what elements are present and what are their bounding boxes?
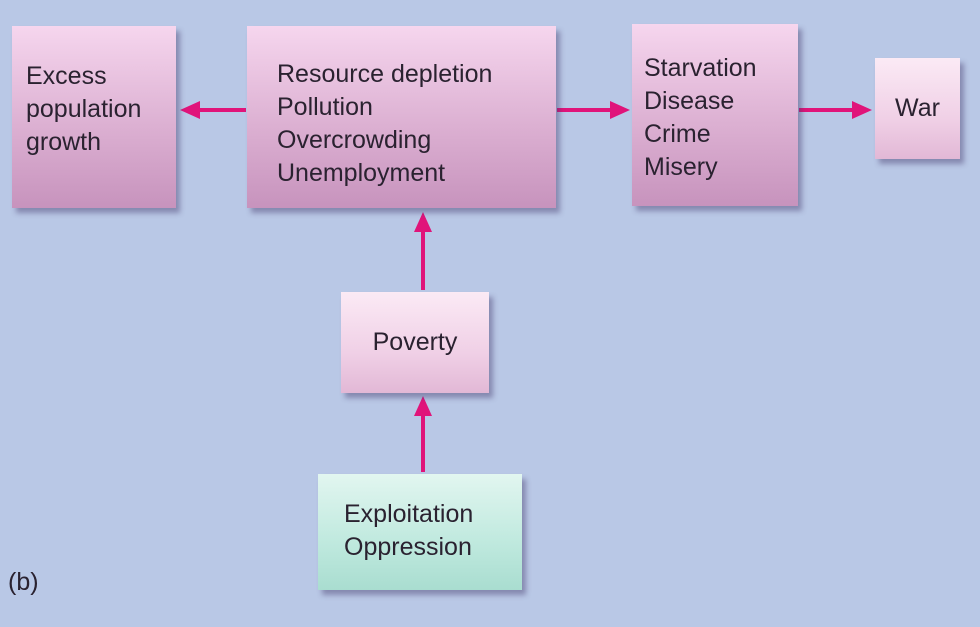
arrowhead-center-to-starvation [610, 101, 630, 119]
box-line: Pollution [277, 93, 373, 121]
poverty-label: Poverty [372, 328, 458, 356]
box-line: growth [26, 128, 102, 156]
box-line: Misery [644, 153, 718, 181]
exploitation-box: Exploitation Oppression [318, 474, 522, 590]
box-line: Overcrowding [277, 126, 432, 154]
panel-label: (b) [8, 568, 39, 596]
starvation-box: Starvation Disease Crime Misery [632, 24, 798, 206]
war-label: War [895, 94, 940, 122]
box-line: Disease [644, 87, 735, 115]
arrowhead-starvation-to-war [852, 101, 872, 119]
box-line: Starvation [644, 54, 757, 82]
arrowhead-center-to-excess [180, 101, 200, 119]
excess-population-box: Excess population growth [12, 26, 176, 208]
box-line: Excess [26, 62, 107, 90]
poverty-box: Poverty [341, 292, 489, 393]
box-line: Unemployment [277, 159, 446, 187]
box-line: Exploitation [344, 500, 474, 528]
war-box: War [875, 58, 960, 159]
box-line: Resource depletion [277, 60, 493, 88]
arrowhead-poverty-to-center [414, 212, 432, 232]
box-line: Oppression [344, 533, 472, 561]
box-line: Crime [644, 120, 711, 148]
resource-depletion-box: Resource depletion Pollution Overcrowdin… [247, 26, 556, 208]
arrowhead-exploitation-to-poverty [414, 396, 432, 416]
box-line: population [26, 95, 142, 123]
